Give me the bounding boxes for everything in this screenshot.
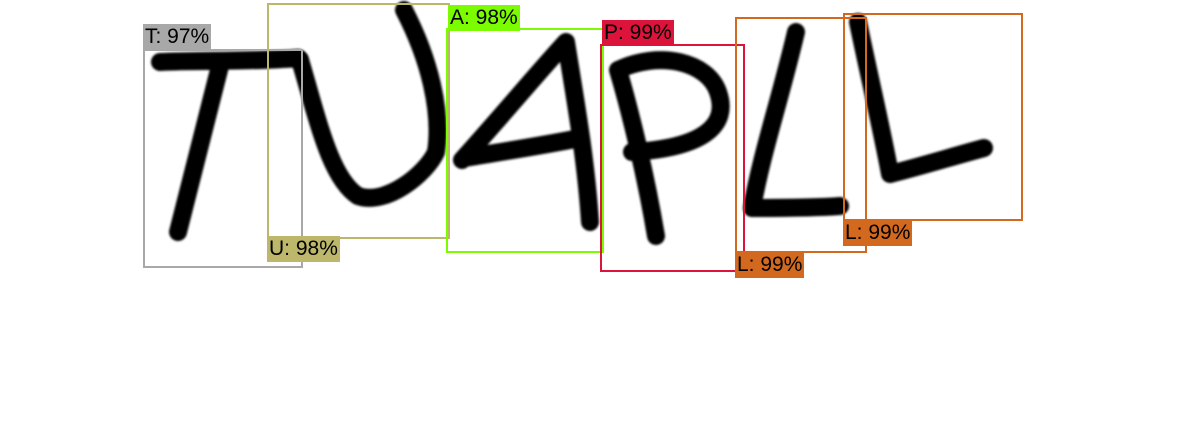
detection-label-u: U: 98% — [267, 236, 340, 262]
detection-box-a — [446, 28, 604, 253]
handwritten-letter-p — [609, 51, 730, 245]
detection-label-a: A: 98% — [448, 5, 520, 31]
detection-box-u — [267, 3, 450, 239]
detection-box-p — [600, 44, 745, 272]
handwritten-letter-l-first — [743, 23, 849, 217]
detection-label-p: P: 99% — [602, 20, 674, 46]
handwritten-letter-t — [151, 49, 307, 241]
handwritten-letter-u — [291, 1, 447, 207]
handwritten-letter-a — [453, 33, 599, 231]
detection-label-l-first: L: 99% — [735, 252, 805, 278]
detection-label-l-second: L: 99% — [843, 220, 913, 246]
detection-box-t — [143, 49, 303, 268]
handwritten-letter-l-second — [849, 13, 993, 183]
detection-label-t: T: 97% — [143, 24, 212, 50]
detection-box-l-second — [843, 13, 1023, 221]
